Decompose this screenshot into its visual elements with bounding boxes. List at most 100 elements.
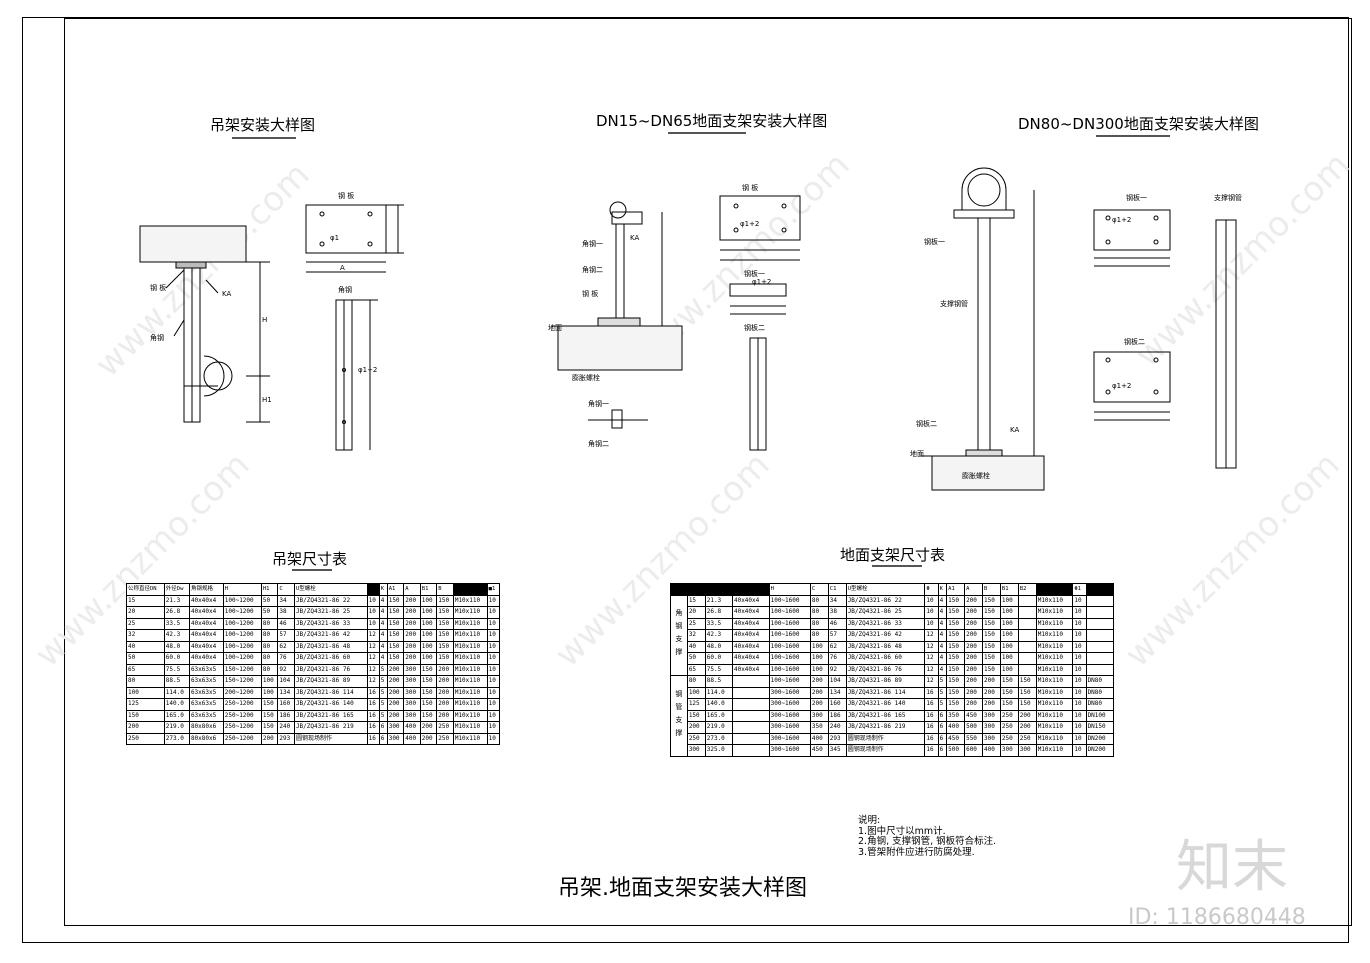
table-cell: 200 <box>964 686 983 699</box>
table-cell: 250 <box>999 709 1019 722</box>
table-cell: DN100 <box>1085 709 1115 722</box>
table-cell: 40x40x4 <box>188 640 224 653</box>
table-cell: 32 <box>686 629 706 642</box>
table-cell: 100~1600 <box>768 617 811 630</box>
table-cell: 6 <box>937 732 948 745</box>
table-cell: M10x110 <box>1035 675 1074 688</box>
table-cell: 150 <box>946 640 966 653</box>
notes-line-3: 3.管架附件应进行防腐处理. <box>858 846 975 858</box>
small-angle1-label: 角钢一 <box>582 239 603 248</box>
table-cell <box>1017 594 1037 607</box>
table-cell: 50 <box>126 652 165 665</box>
table-cell: 200 <box>260 732 279 745</box>
table-cell: 200 <box>1017 709 1037 722</box>
ground-header-cell <box>1085 583 1115 596</box>
table-cell: 80 <box>260 652 279 665</box>
table-cell: 300 <box>981 721 1001 734</box>
table-cell: 10 <box>1072 617 1087 630</box>
table-cell <box>1085 663 1115 676</box>
table-cell: 400 <box>946 721 966 734</box>
table-cell: 200 <box>419 721 438 734</box>
large-plate1-callout: 钢板一 <box>924 237 945 246</box>
pipe-section <box>203 361 233 391</box>
table-cell: 16 <box>366 732 380 745</box>
table-cell: 5 <box>937 698 948 711</box>
ground-header-cell: K <box>937 583 948 596</box>
table-cell: 150 <box>981 652 1001 665</box>
table-cell: 150 <box>419 686 438 699</box>
table-cell: JB/ZQ4321-86 140 <box>293 698 368 711</box>
hanger-detail-title: 吊架安装大样图 <box>210 116 316 134</box>
outer-frame <box>22 17 1349 943</box>
table-cell: 16 <box>366 698 380 711</box>
table-cell: 6 <box>937 744 948 757</box>
table-cell: M10x110 <box>1035 744 1074 757</box>
table-cell: 10 <box>366 594 380 607</box>
table-cell: 46 <box>277 617 295 630</box>
table-cell: 450 <box>809 744 829 757</box>
hanger-ka-label: KA <box>222 290 231 298</box>
table-cell: JB/ZQ4321-86 219 <box>293 721 368 734</box>
image-id: ID: 1186680448 <box>1128 905 1306 930</box>
table-cell: 200 <box>436 675 454 688</box>
table-cell: 80 <box>809 629 829 642</box>
table-cell: 114.0 <box>704 686 733 699</box>
table-cell: 400 <box>809 732 829 745</box>
table-cell: 10 <box>486 652 501 665</box>
table-cell: 100~1600 <box>768 606 811 619</box>
table-cell: M10x110 <box>1035 698 1074 711</box>
table-cell: 40x40x4 <box>731 640 770 653</box>
table-cell: 150 <box>436 652 454 665</box>
table-cell: 150 <box>946 675 966 688</box>
table-cell: 12 <box>366 675 380 688</box>
table-cell: 500 <box>946 744 966 757</box>
table-cell: 10 <box>486 721 501 734</box>
table-cell: 150 <box>981 594 1001 607</box>
table-cell: 150 <box>386 652 405 665</box>
table-cell: 16 <box>924 686 939 699</box>
table-cell: 250 <box>1017 732 1037 745</box>
table-cell: 150 <box>946 698 966 711</box>
table-cell: 10 <box>924 606 939 619</box>
plate-one-view <box>719 195 801 241</box>
table-cell: 200 <box>964 663 983 676</box>
table-cell: M10x110 <box>1035 732 1074 745</box>
table-cell: 80 <box>260 629 279 642</box>
table-cell: JB/ZQ4321-86 42 <box>845 629 926 642</box>
table-cell: 12 <box>924 640 939 653</box>
table-cell: 100 <box>260 675 279 688</box>
table-cell: 34 <box>827 594 847 607</box>
ground-small-detail-title: DN15~DN65地面支架安装大样图 <box>596 112 828 130</box>
small-bolt-label: 膨胀螺栓 <box>572 373 600 382</box>
table-cell: 32 <box>126 629 165 642</box>
table-cell: 200 <box>981 698 1001 711</box>
table-cell: M10x110 <box>1035 629 1074 642</box>
table-cell: JB/ZQ4321-86 48 <box>845 640 926 653</box>
table-cell: 150 <box>419 698 438 711</box>
table-cell: 400 <box>403 721 421 734</box>
table-cell: 300 <box>403 686 421 699</box>
table-cell: 92 <box>827 663 847 676</box>
table-cell: 50 <box>260 594 279 607</box>
table-cell: 10 <box>486 732 501 745</box>
table-cell <box>731 698 770 711</box>
table-cell: 10 <box>1072 675 1087 688</box>
table-cell: M10x110 <box>1035 721 1074 734</box>
table-cell: 10 <box>486 686 501 699</box>
table-cell: 100 <box>999 594 1019 607</box>
table-cell: DN80 <box>1085 698 1115 711</box>
table-cell: 4 <box>937 629 948 642</box>
table-cell: 140.0 <box>163 698 190 711</box>
table-cell: 150~1200 <box>222 675 262 688</box>
hanger-header-cell: A <box>403 583 421 596</box>
ground-slab-large <box>931 455 1045 491</box>
table-cell: 12 <box>366 652 380 665</box>
table-cell: 40x40x4 <box>731 663 770 676</box>
small-plate-callout: 钢 板 <box>582 289 598 298</box>
